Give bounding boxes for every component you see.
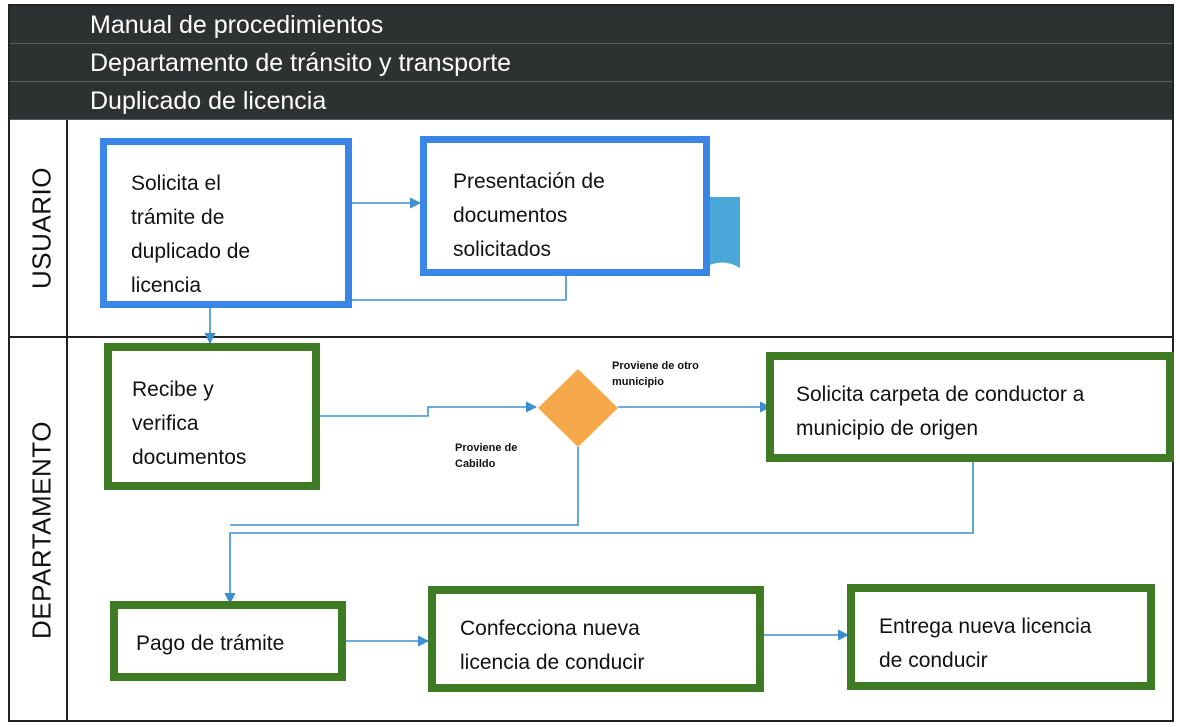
node-recibe-label: Recibe y verifica documentos <box>132 378 247 469</box>
node-recibe: Recibe y verifica documentos <box>104 343 320 490</box>
header-department: Departamento de tránsito y transporte <box>10 44 1172 82</box>
node-solicita-carpeta: Solicita carpeta de conductor a municipi… <box>766 352 1174 462</box>
node-solicita-tramite: Solicita el trámite de duplicado de lice… <box>100 138 352 308</box>
node-confecciona: Confecciona nueva licencia de conducir <box>428 586 764 692</box>
node-pago: Pago de trámite <box>110 601 346 681</box>
edge-label-otro-municipio: Proviene de otro municipio <box>612 360 699 388</box>
node-entrega: Entrega nueva licencia de conducir <box>847 584 1155 690</box>
node-presentacion: Presentación de documentos solicitados <box>420 136 710 276</box>
edge-label-cabildo: Proviene de Cabildo <box>455 442 518 470</box>
node-confecciona-label: Confecciona nueva licencia de conducir <box>460 617 645 674</box>
edge-decision-cabildo <box>230 447 579 526</box>
node-solicita-tramite-label: Solicita el trámite de duplicado de lice… <box>131 172 251 297</box>
node-pago-label: Pago de trámite <box>136 632 285 655</box>
node-entrega-label: Entrega nueva licencia de conducir <box>879 615 1092 672</box>
header-manual: Manual de procedimientos <box>10 6 1172 44</box>
lane-divider-vertical <box>66 120 68 722</box>
edge-carpeta-return <box>224 458 974 605</box>
lane-divider-horizontal <box>10 336 1172 338</box>
node-presentacion-label: Presentación de documentos solicitados <box>453 170 605 261</box>
header-procedure: Duplicado de licencia <box>10 82 1172 120</box>
edge-recibe-to-decision <box>316 401 538 417</box>
node-solicita-carpeta-label: Solicita carpeta de conductor a municipi… <box>796 383 1085 440</box>
decision-diamond <box>538 369 618 447</box>
